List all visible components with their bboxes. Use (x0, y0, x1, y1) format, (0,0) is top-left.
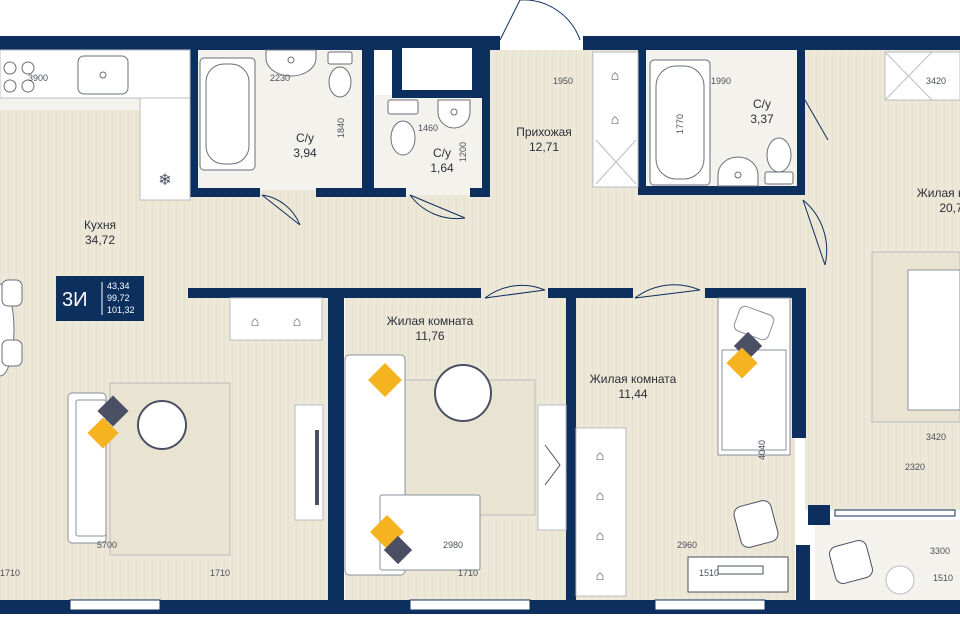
bathtub-2-icon (649, 59, 711, 186)
dim-label: 1710 (210, 568, 230, 578)
corridor-floor (190, 195, 830, 295)
door-swing-icon[interactable] (802, 199, 828, 266)
dim-label: 2980 (443, 540, 463, 550)
table-icon (137, 400, 187, 450)
dim-label: 4040 (757, 440, 767, 460)
dim-label: 2230 (270, 73, 290, 83)
room2-area: 11,44 (618, 387, 647, 401)
room1-area: 11,76 (415, 329, 444, 343)
room3-name: Жилая к (917, 186, 960, 200)
dim-label: 1950 (553, 76, 573, 86)
kitchen-area: 34,72 (85, 233, 115, 247)
toilet-3-icon (764, 137, 794, 185)
room-labels: Кухня 34,72 С/у 3,94 С/у 1,64 Прихожая 1… (84, 97, 960, 401)
toilet-2-icon (387, 99, 419, 156)
armchair-icon (733, 500, 779, 548)
sink-icon (265, 49, 317, 77)
entrance-door-icon[interactable] (499, 0, 581, 41)
bath3-area: 3,37 (750, 112, 774, 126)
apartment-type: 3И (62, 289, 88, 311)
door-swing-icon[interactable] (804, 99, 829, 141)
dim-label: 2960 (677, 540, 697, 550)
hanger-icon: ⌂ (596, 567, 604, 583)
dim-label: 3420 (926, 76, 946, 86)
cushion-icon (87, 417, 119, 449)
dim-label: 1710 (0, 568, 20, 578)
living-wardrobe: ⌂ ⌂ (229, 297, 323, 341)
kitchen-sink-icon (77, 55, 129, 95)
desk-icon (687, 556, 789, 593)
dim-label: 1770 (675, 114, 685, 134)
hanger-icon: ⌂ (596, 487, 604, 503)
dim-label: 3420 (926, 432, 946, 442)
toilet-icon (327, 51, 353, 98)
windows (69, 509, 956, 611)
cushion-icon (383, 535, 413, 565)
hanger-icon: ⌂ (611, 67, 619, 83)
cushion-icon (726, 347, 758, 379)
bath3-name: С/у (753, 97, 771, 111)
door-swing-icon[interactable] (484, 284, 546, 299)
sink-3-icon (717, 156, 759, 187)
door-swing-icon[interactable] (409, 194, 466, 220)
kitchen-counter: ❄ (0, 49, 191, 201)
dim-label: 1710 (458, 568, 478, 578)
dim-label: 1510 (933, 573, 953, 583)
apartment-badge: 3И 43,34 99,72 101,32 (56, 276, 144, 321)
bath1-name: С/у (296, 131, 314, 145)
dim-label: 3300 (930, 546, 950, 556)
side-table-icon (885, 565, 915, 595)
doors[interactable] (261, 99, 829, 299)
bath2-name: С/у (433, 146, 451, 160)
hanger-icon: ⌂ (611, 111, 619, 127)
area-total-balcony: 101,32 (107, 305, 135, 315)
hanger-icon: ⌂ (293, 313, 301, 329)
hanger-icon: ⌂ (251, 313, 259, 329)
room2-wardrobe: ⌂ ⌂ ⌂ ⌂ (575, 427, 627, 597)
dim-label: 1200 (458, 142, 468, 162)
dim-label: 3900 (28, 73, 48, 83)
hanger-icon: ⌂ (596, 527, 604, 543)
cushion-icon (97, 395, 129, 427)
door-swing-icon[interactable] (261, 194, 301, 226)
table-icon (434, 364, 492, 422)
dim-label: 1510 (699, 568, 719, 578)
area-total: 99,72 (107, 293, 130, 303)
bath2-area: 1,64 (430, 161, 454, 175)
door-swing-icon[interactable] (634, 284, 701, 299)
bedroom-wardrobe (884, 51, 960, 101)
dim-label: 1990 (711, 76, 731, 86)
stove-icon (3, 61, 35, 93)
dim-label: 1460 (418, 123, 438, 133)
room1-name: Жилая комната (387, 314, 474, 328)
hallway-wardrobe: ⌂ ⌂ (592, 51, 639, 188)
dim-label: 2320 (905, 462, 925, 472)
bath1-area: 3,94 (293, 146, 317, 160)
bathtub-icon (199, 57, 256, 171)
dim-label: 1840 (336, 118, 346, 138)
hall-name: Прихожая (516, 125, 572, 139)
wardrobe-cross (595, 139, 637, 185)
snowflake-icon: ❄ (158, 172, 171, 189)
hanger-icon: ⌂ (596, 447, 604, 463)
dim-label: 5700 (97, 540, 117, 550)
cushion-icon (368, 363, 402, 397)
area-living: 43,34 (107, 281, 130, 291)
kitchen-name: Кухня (84, 218, 116, 232)
room3-area: 20,7 (939, 201, 960, 215)
room2-name: Жилая комната (590, 372, 677, 386)
sofa-icon (67, 392, 107, 544)
sink-2-icon (437, 99, 471, 129)
dining-table-icon (0, 279, 23, 377)
tv-unit (294, 404, 324, 521)
tv-unit (537, 404, 567, 531)
bed-icon (907, 269, 960, 411)
dimensions: 3900 2230 1840 1460 1200 1950 1990 1770 … (0, 73, 953, 583)
hall-area: 12,71 (529, 140, 559, 154)
armchair-icon (829, 540, 873, 584)
